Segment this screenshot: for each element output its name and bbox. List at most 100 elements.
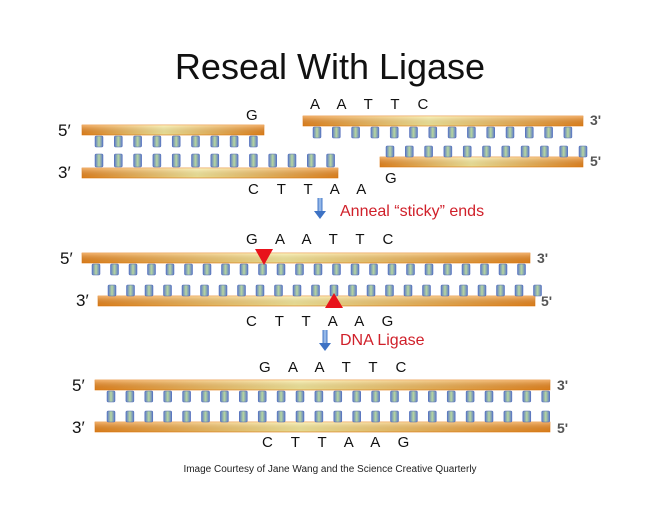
base-pair-stage3-top [201, 390, 210, 403]
base-pair-stage2-top [91, 263, 101, 276]
base-pair-stage3-top [352, 390, 361, 403]
base-pair-stage2-top [147, 263, 156, 276]
base-pair-stage2-top [387, 263, 397, 276]
base-pair-stage3-top [446, 390, 456, 403]
base-pair-stage3-bottom [333, 410, 343, 423]
base-pair-stage3-bottom [314, 410, 324, 423]
strand-stage2-top-shade [82, 253, 530, 263]
base-pair-stage1-left-bottom [307, 153, 316, 168]
base-pair-stage1-left-top [94, 135, 104, 148]
base-pair-stage3-top [125, 390, 135, 403]
base-pair-stage2-bottom [200, 284, 209, 297]
base-pair-stage3-bottom [257, 410, 267, 423]
base-pair-stage3-bottom [106, 410, 116, 423]
stage2-bottom-sequence: C T T A A G [246, 313, 401, 330]
stage3-bottom-right-end-label: 5' [557, 420, 569, 436]
base-pair-stage3-top [220, 390, 229, 403]
base-pair-stage1-right-top [467, 126, 476, 139]
base-pair-stage3-top [333, 390, 343, 403]
base-pair-stage1-right-top [563, 126, 573, 139]
base-pair-stage1-right-top [447, 126, 457, 139]
base-pair-stage2-bottom [403, 284, 413, 297]
base-pair-stage3-bottom [371, 410, 380, 423]
base-pair-stage1-right-top [332, 126, 341, 139]
base-pair-stage3-top [295, 390, 305, 403]
base-pair-stage1-right-top [370, 126, 380, 139]
base-pair-stage2-bottom [477, 284, 487, 297]
base-pair-stage2-top [443, 263, 452, 276]
strand-stage2-bottom-shade [98, 296, 535, 306]
base-pair-stage3-top [390, 390, 399, 403]
base-pair-stage2-top [461, 263, 471, 276]
base-pair-stage3-bottom [541, 410, 550, 423]
base-pair-stage2-top [202, 263, 212, 276]
base-pair-stage1-left-bottom [94, 153, 104, 168]
base-pair-stage1-right-top [544, 126, 553, 139]
base-pair-stage1-right-bottom [578, 145, 588, 158]
base-pair-stage1-left-bottom [268, 153, 277, 168]
base-pair-stage2-bottom [459, 284, 468, 297]
base-pair-stage1-right-bottom [501, 145, 511, 158]
strand-stage3-top-shade [95, 380, 550, 390]
anneal-step-label: Anneal “sticky” ends [340, 203, 485, 220]
base-pair-stage3-bottom [409, 410, 418, 423]
base-pair-stage1-right-top [525, 126, 534, 139]
base-pair-stage2-top [406, 263, 415, 276]
base-pair-stage3-bottom [201, 410, 210, 423]
base-pair-stage2-top [165, 263, 175, 276]
base-pair-stage3-top [182, 390, 191, 403]
base-pair-stage2-top [480, 263, 489, 276]
base-pair-stage2-bottom [218, 284, 228, 297]
base-pair-stage2-bottom [348, 284, 357, 297]
base-pair-stage1-right-bottom [424, 145, 433, 158]
strand-stage1-left-bottom-shade [82, 168, 338, 178]
stage2-top-right-end-label: 3' [537, 250, 549, 266]
base-pair-stage3-bottom [503, 410, 513, 423]
base-pair-stage2-bottom [274, 284, 283, 297]
base-pair-stage2-bottom [533, 284, 542, 297]
base-pair-stage1-left-bottom [287, 153, 297, 168]
stage1-right-top-sequence: A A T T C [310, 96, 436, 113]
base-pair-stage1-left-bottom [191, 153, 200, 168]
base-pair-stage2-top [498, 263, 508, 276]
base-pair-stage2-bottom [181, 284, 191, 297]
base-pair-stage1-left-bottom [210, 153, 220, 168]
strand-stage1-left-top-shade [82, 125, 264, 135]
base-pair-stage2-bottom [514, 284, 524, 297]
base-pair-stage2-top [221, 263, 230, 276]
base-pair-stage2-top [258, 263, 267, 276]
stage2-bottom-left-end-label: 3′ [76, 291, 89, 310]
base-pair-stage3-top [106, 390, 116, 403]
base-pair-stage2-top [239, 263, 249, 276]
base-pair-stage1-right-bottom [385, 145, 395, 158]
base-pair-stage1-left-bottom [229, 153, 239, 168]
base-pair-stage3-bottom [125, 410, 135, 423]
base-pair-stage1-right-bottom [482, 145, 491, 158]
page-title: Reseal With Ligase [174, 46, 486, 87]
stage3-top-right-end-label: 3' [557, 377, 569, 393]
base-pair-stage3-bottom [220, 410, 229, 423]
stage1-left-bottom-sequence: C T T A A [248, 181, 374, 198]
base-pair-stage3-top [371, 390, 380, 403]
base-pair-stage1-left-bottom [326, 153, 335, 168]
stage2-top-left-end-label: 5′ [60, 249, 73, 268]
base-pair-stage3-bottom [428, 410, 437, 423]
base-pair-stage1-left-bottom [249, 153, 258, 168]
base-pair-stage1-left-top [229, 135, 239, 148]
base-pair-stage1-left-top [114, 135, 123, 148]
base-pair-stage1-left-top [249, 135, 258, 148]
base-pair-stage3-bottom [295, 410, 305, 423]
stage1-right-top-end-label: 3' [590, 112, 602, 128]
base-pair-stage2-top [350, 263, 360, 276]
base-pair-stage2-top [110, 263, 119, 276]
base-pair-stage2-top [295, 263, 304, 276]
stage2-bottom-right-end-label: 5' [541, 293, 553, 309]
down-arrow-icon [319, 343, 331, 351]
base-pair-stage2-bottom [385, 284, 394, 297]
base-pair-stage1-right-bottom [540, 145, 549, 158]
stage1-right-bottom-end-label: 5' [590, 153, 602, 169]
stage3-top-sequence: G A A T T C [259, 359, 414, 376]
base-pair-stage2-top [517, 263, 526, 276]
base-pair-stage1-right-top [428, 126, 438, 139]
